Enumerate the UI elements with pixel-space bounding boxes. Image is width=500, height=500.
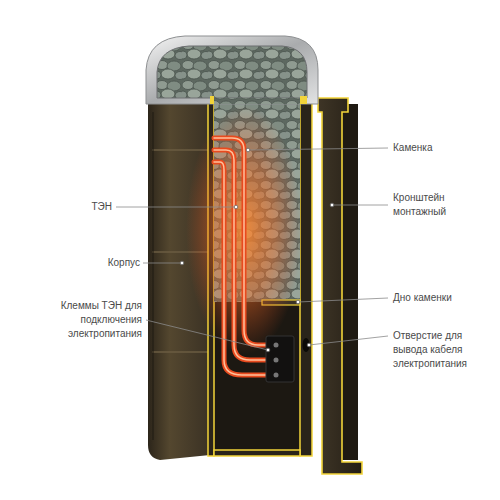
leader-line bbox=[309, 336, 388, 345]
terminal-screw bbox=[274, 358, 279, 363]
rim-outer bbox=[146, 36, 318, 104]
terminal-block bbox=[266, 336, 294, 382]
leader-line bbox=[116, 207, 236, 208]
leader-lines bbox=[116, 148, 388, 350]
heat-glow bbox=[186, 105, 302, 355]
heating-element bbox=[214, 138, 270, 375]
leader-dot bbox=[330, 203, 334, 207]
part-label: Каменка bbox=[393, 141, 483, 155]
stones-top bbox=[157, 46, 307, 98]
leader-dot bbox=[307, 343, 311, 347]
tube-highlight bbox=[214, 138, 270, 345]
terminal-screw bbox=[274, 373, 279, 378]
cut-edge-right bbox=[300, 96, 312, 456]
leader-line bbox=[143, 263, 182, 264]
leader-line bbox=[332, 205, 388, 206]
leader-line bbox=[248, 148, 388, 150]
mounting-bracket bbox=[318, 98, 362, 474]
part-label: Дно каменки bbox=[393, 291, 483, 305]
leader-dot bbox=[246, 148, 250, 152]
leader-dot bbox=[234, 205, 238, 209]
leader-line bbox=[298, 298, 388, 302]
top-rim bbox=[146, 36, 318, 104]
tube-highlight bbox=[214, 162, 270, 375]
tube-highlight bbox=[214, 150, 270, 360]
leader-dot bbox=[180, 261, 184, 265]
leader-dot bbox=[266, 348, 270, 352]
rim-cut bbox=[210, 96, 307, 104]
terminal-screw bbox=[274, 343, 279, 348]
part-label: Корпус bbox=[90, 256, 140, 270]
cut-edge-bottom bbox=[214, 450, 300, 456]
part-label: ТЭН bbox=[72, 200, 112, 214]
part-label: Кронштейн монтажный bbox=[393, 191, 463, 219]
part-label: Отверстие для вывода кабеля электропитан… bbox=[393, 329, 477, 371]
leader-dot bbox=[296, 300, 300, 304]
stone-chamber bbox=[186, 90, 302, 355]
terminals bbox=[266, 336, 294, 382]
tube bbox=[214, 162, 270, 375]
leader-dots bbox=[180, 148, 334, 352]
housing-edge bbox=[153, 112, 154, 440]
leader-line bbox=[146, 320, 268, 350]
stones-link bbox=[214, 98, 300, 104]
part-label: Клеммы ТЭН для подключения электропитани… bbox=[54, 299, 142, 341]
heater-housing bbox=[148, 90, 312, 460]
bracket-plate bbox=[318, 98, 362, 474]
